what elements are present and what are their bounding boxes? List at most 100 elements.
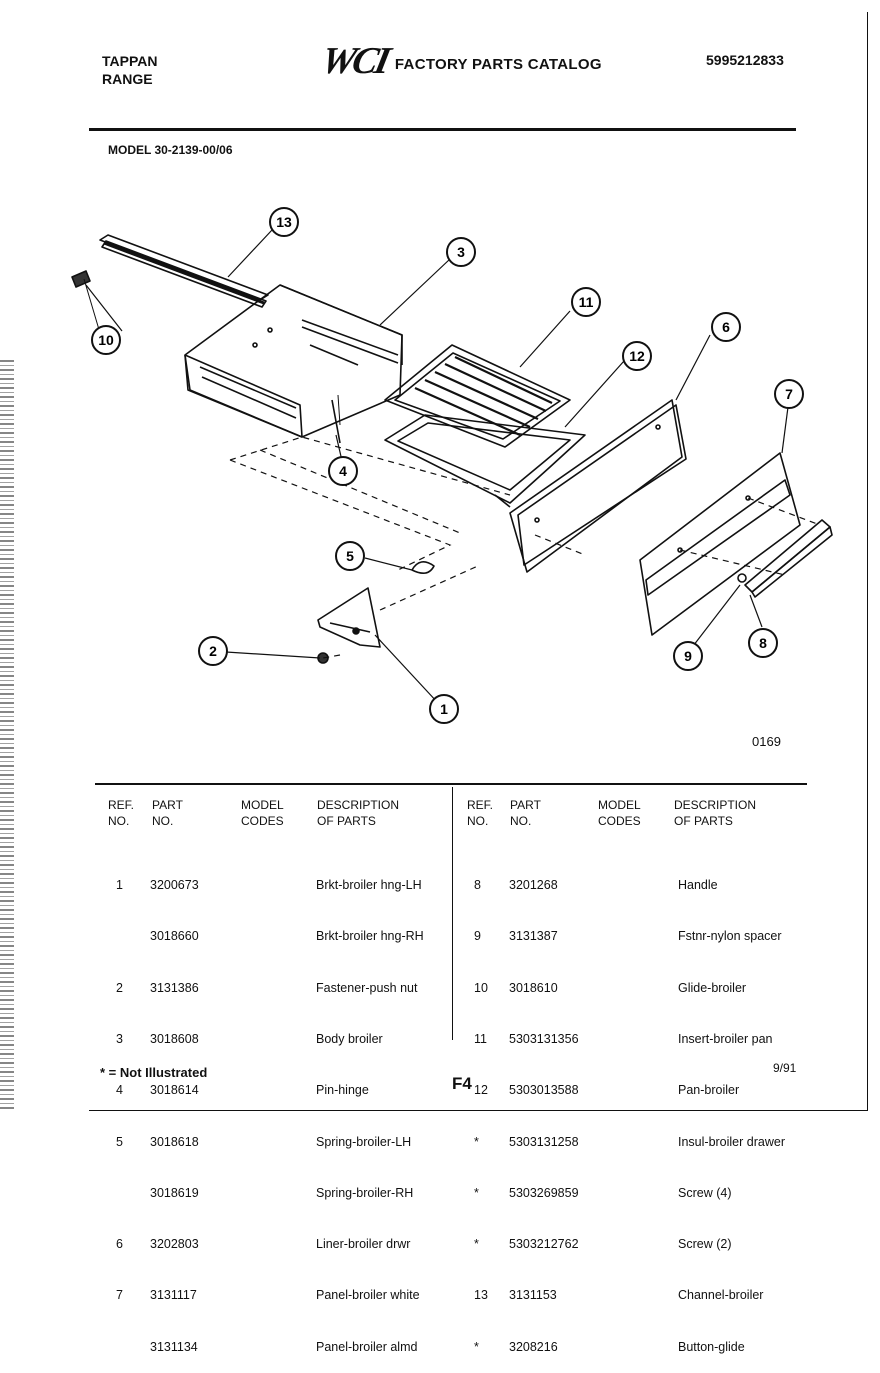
header-ref-line1: REF. bbox=[467, 798, 494, 812]
right-desc-column: Handle Fstnr-nylon spacer Glide-broiler … bbox=[678, 843, 785, 1373]
header-desc-left: DESCRIPTION OF PARTS bbox=[317, 797, 399, 829]
header-desc-line2: OF PARTS bbox=[674, 814, 733, 828]
table-row-part: 5303131356 bbox=[509, 1032, 579, 1047]
catalog-title: FACTORY PARTS CATALOG bbox=[394, 55, 602, 73]
table-row-desc: Fstnr-nylon spacer bbox=[678, 929, 782, 944]
table-row-part: 3018610 bbox=[509, 980, 558, 995]
table-row-desc: Pan-broiler bbox=[678, 1083, 740, 1098]
parts-table bbox=[95, 783, 807, 1042]
part-pin-hinge bbox=[331, 399, 341, 444]
model-number: MODEL 30-2139-00/06 bbox=[108, 143, 233, 157]
header-desc-line1: DESCRIPTION bbox=[317, 798, 400, 812]
part-panel-broiler bbox=[639, 452, 801, 636]
page-number: F4 bbox=[452, 1074, 472, 1093]
part-handle bbox=[744, 519, 833, 598]
header-codes-line1: MODEL bbox=[241, 798, 284, 812]
part-channel-broiler bbox=[99, 234, 269, 308]
header-codes-line2: CODES bbox=[598, 814, 641, 828]
table-row-part: 3200673 bbox=[150, 878, 199, 893]
part-nylon-spacer bbox=[737, 573, 747, 583]
table-row-desc: Button-glide bbox=[678, 1339, 745, 1354]
header-ref-left: REF. NO. bbox=[108, 797, 134, 829]
table-row-desc: Screw (4) bbox=[678, 1185, 732, 1200]
table-row-desc: Panel-broiler white bbox=[316, 1288, 420, 1303]
header-codes-line2: CODES bbox=[241, 814, 284, 828]
header-codes-line1: MODEL bbox=[598, 798, 641, 812]
callout-7: 7 bbox=[785, 386, 793, 402]
part-hinge-bracket bbox=[317, 587, 381, 648]
table-row-part: 3131117 bbox=[150, 1288, 197, 1303]
drawing-code: 0169 bbox=[752, 734, 781, 749]
brand-name: TAPPAN bbox=[102, 53, 158, 69]
left-desc-column: Brkt-broiler hng-LH Brkt-broiler hng-RH … bbox=[316, 843, 424, 1373]
header-part-line2: NO. bbox=[510, 814, 532, 828]
table-row-desc: Body broiler bbox=[316, 1032, 383, 1047]
table-row-ref: 11 bbox=[474, 1032, 487, 1047]
table-row-part: 3131153 bbox=[509, 1288, 557, 1303]
header-desc-right: DESCRIPTION OF PARTS bbox=[674, 797, 756, 829]
header-ref-right: REF. NO. bbox=[467, 797, 493, 829]
part-body-broiler bbox=[184, 284, 403, 438]
table-row-part: 3131386 bbox=[150, 980, 199, 995]
table-row-ref bbox=[116, 1185, 123, 1202]
table-row-ref: 6 bbox=[116, 1237, 123, 1252]
scan-edge-artifact bbox=[0, 360, 14, 1110]
table-row-ref: 10 bbox=[474, 980, 488, 995]
exploded-parts-diagram: 1 2 3 4 5 6 7 8 9 10 11 12 13 bbox=[71, 207, 833, 724]
callout-5: 5 bbox=[346, 548, 354, 564]
table-row-ref: 9 bbox=[474, 929, 481, 944]
table-row-ref: 3 bbox=[116, 1032, 123, 1047]
table-row-desc: Brkt-broiler hng-RH bbox=[316, 929, 424, 944]
callout-8: 8 bbox=[759, 635, 767, 651]
callout-13: 13 bbox=[276, 214, 292, 230]
catalog-header: WCI FACTORY PARTS CATALOG bbox=[318, 40, 602, 82]
part-liner-broiler-drawer bbox=[509, 399, 687, 573]
callout-9: 9 bbox=[684, 648, 692, 664]
right-part-column: 3201268 3131387 3018610 5303131356 53030… bbox=[509, 843, 579, 1373]
part-glide-broiler bbox=[71, 270, 101, 334]
table-row-desc: Handle bbox=[678, 878, 718, 893]
header-ref-line1: REF. bbox=[108, 798, 135, 812]
catalog-number: 5995212833 bbox=[706, 52, 784, 68]
table-row-desc: Screw (2) bbox=[678, 1237, 732, 1252]
table-row-part: 3201268 bbox=[509, 878, 558, 893]
callout-10: 10 bbox=[98, 332, 114, 348]
table-row-desc: Spring-broiler-LH bbox=[316, 1134, 412, 1149]
header-part-line2: NO. bbox=[152, 814, 174, 828]
page-frame bbox=[89, 12, 868, 1111]
table-row-ref: 7 bbox=[116, 1288, 123, 1303]
header-codes-left: MODEL CODES bbox=[241, 797, 284, 829]
table-row-ref: 1 bbox=[116, 878, 123, 893]
table-row-part: 3018619 bbox=[150, 1185, 199, 1200]
part-insert-broiler-pan bbox=[384, 344, 571, 448]
table-row-ref: * bbox=[474, 1185, 479, 1200]
table-row-desc: Spring-broiler-RH bbox=[316, 1185, 414, 1200]
header-desc-line2: OF PARTS bbox=[317, 814, 376, 828]
table-row-ref: 4 bbox=[116, 1083, 123, 1098]
table-row-desc: Panel-broiler almd bbox=[316, 1339, 418, 1354]
right-ref-column: 8 9 10 11 12 * * * 13 * bbox=[474, 843, 488, 1373]
table-column-divider bbox=[452, 787, 453, 1040]
table-row-part: 3018608 bbox=[150, 1032, 199, 1047]
table-row-part: 5303013588 bbox=[509, 1083, 579, 1098]
table-row-ref bbox=[116, 1339, 123, 1356]
table-row-part: 3202803 bbox=[150, 1237, 199, 1252]
header-ref-line2: NO. bbox=[108, 814, 130, 828]
table-row-desc: Insert-broiler pan bbox=[678, 1032, 773, 1047]
table-row-ref: * bbox=[474, 1237, 479, 1252]
table-row-part: 3131134 bbox=[150, 1339, 198, 1354]
table-row-part: 5303131258 bbox=[509, 1134, 579, 1149]
header-part-right: PART NO. bbox=[510, 797, 541, 829]
table-row-part: 3018614 bbox=[150, 1083, 199, 1098]
revision-date: 9/91 bbox=[773, 1061, 797, 1075]
table-row-part: 3018660 bbox=[150, 929, 199, 944]
wci-logo: WCI bbox=[317, 40, 392, 82]
table-row-desc: Liner-broiler drwr bbox=[316, 1237, 411, 1252]
callout-1: 1 bbox=[440, 701, 448, 717]
callout-2: 2 bbox=[209, 643, 217, 659]
header-ref-line2: NO. bbox=[467, 814, 489, 828]
header-part-left: PART NO. bbox=[152, 797, 183, 829]
product-type: RANGE bbox=[102, 71, 153, 87]
not-illustrated-note: * = Not Illustrated bbox=[100, 1065, 208, 1080]
header-desc-line1: DESCRIPTION bbox=[674, 798, 757, 812]
